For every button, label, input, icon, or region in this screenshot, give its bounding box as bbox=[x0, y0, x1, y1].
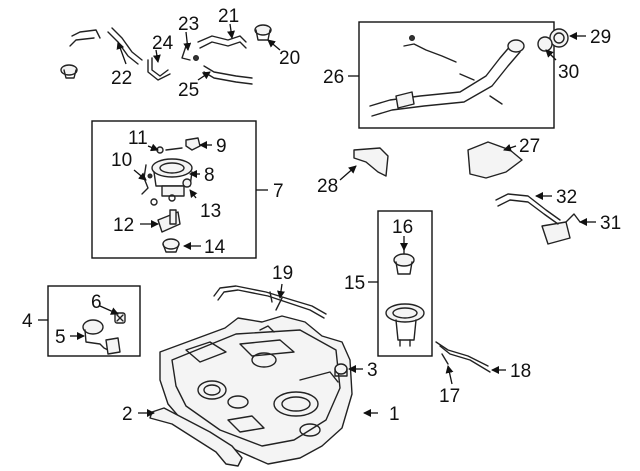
vent-tube bbox=[495, 193, 561, 225]
filler-hose bbox=[541, 213, 581, 245]
callout-numbers: 1 2 3 4 5 6 7 8 9 10 11 12 13 14 15 16 1… bbox=[22, 6, 621, 425]
callout-32: 32 bbox=[556, 187, 577, 208]
heat-shield bbox=[467, 141, 523, 179]
callout-18: 18 bbox=[510, 361, 531, 382]
tank-strap bbox=[149, 407, 243, 467]
hose-21 bbox=[197, 35, 247, 49]
sender-group-box bbox=[47, 285, 141, 357]
callout-21: 21 bbox=[218, 6, 239, 27]
callout-16: 16 bbox=[392, 217, 413, 238]
callout-28: 28 bbox=[317, 176, 338, 197]
filter-assembly bbox=[385, 303, 425, 347]
callout-26: 26 bbox=[323, 67, 344, 88]
callout-8: 8 bbox=[204, 165, 215, 186]
callout-9: 9 bbox=[216, 136, 227, 157]
fuel-line-pair bbox=[435, 341, 491, 373]
callout-29: 29 bbox=[590, 27, 611, 48]
callout-4: 4 bbox=[22, 311, 33, 332]
callout-2: 2 bbox=[122, 404, 133, 425]
pump-strainer bbox=[162, 238, 180, 253]
filler-neck-ring bbox=[537, 36, 553, 52]
callout-3: 3 bbox=[367, 360, 378, 381]
filler-pipe bbox=[369, 35, 525, 117]
callout-25: 25 bbox=[178, 80, 199, 101]
callout-17: 17 bbox=[439, 386, 460, 407]
fuel-pump-assembly bbox=[151, 158, 193, 197]
callout-31: 31 bbox=[600, 213, 621, 234]
filler-pipe-group-box bbox=[358, 21, 555, 129]
vent-hose bbox=[213, 285, 327, 319]
pump-seal bbox=[150, 194, 176, 206]
callout-11: 11 bbox=[128, 128, 148, 149]
fuel-tank bbox=[159, 315, 353, 465]
callout-27: 27 bbox=[519, 136, 540, 157]
callout-30: 30 bbox=[558, 62, 579, 83]
pump-clip bbox=[185, 137, 201, 151]
clamp-23 bbox=[181, 45, 199, 61]
callout-24: 24 bbox=[152, 33, 174, 54]
callout-15: 15 bbox=[344, 273, 365, 294]
callout-14: 14 bbox=[204, 237, 226, 258]
callout-19: 19 bbox=[272, 263, 293, 284]
pump-bracket bbox=[157, 209, 181, 233]
callout-5: 5 bbox=[55, 327, 66, 348]
callout-12: 12 bbox=[113, 215, 134, 236]
callout-23: 23 bbox=[178, 14, 199, 35]
callout-13: 13 bbox=[200, 201, 221, 222]
pump-wire-connector bbox=[141, 164, 153, 195]
callout-7: 7 bbox=[273, 181, 284, 202]
fuel-sender-unit bbox=[82, 319, 121, 355]
callout-6: 6 bbox=[91, 292, 102, 313]
callout-20: 20 bbox=[279, 48, 300, 69]
pump-cap bbox=[156, 146, 183, 154]
callout-22: 22 bbox=[111, 68, 132, 89]
pressure-regulator-group-box bbox=[377, 210, 433, 357]
hose-upper-left bbox=[60, 29, 101, 79]
sender-grommet bbox=[114, 312, 126, 324]
hose-25 bbox=[203, 65, 253, 85]
hose-22 bbox=[107, 27, 143, 65]
callout-10: 10 bbox=[111, 150, 132, 171]
hose-24 bbox=[147, 57, 171, 81]
valve-20 bbox=[254, 24, 272, 41]
fuel-cap bbox=[549, 28, 569, 48]
filler-bracket bbox=[353, 147, 389, 177]
callout-1: 1 bbox=[389, 404, 400, 425]
pressure-regulator bbox=[393, 247, 415, 275]
fuel-tank-plug bbox=[334, 363, 348, 377]
leader-lines bbox=[38, 23, 596, 417]
